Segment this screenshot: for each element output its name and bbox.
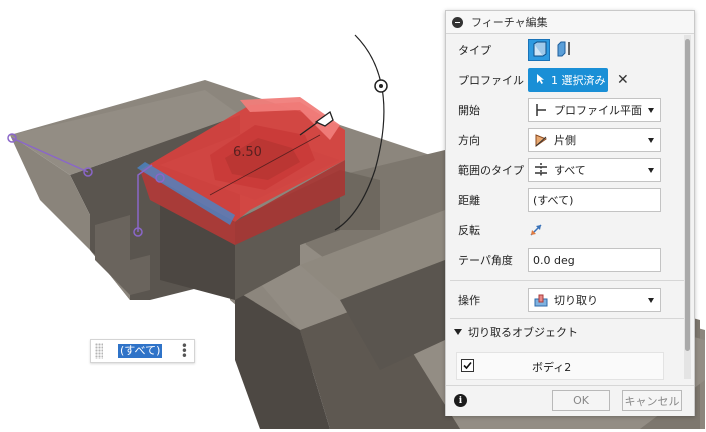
panel-footer: i OK キャンセル (446, 385, 694, 416)
more-options-icon[interactable]: ••• (180, 339, 188, 363)
feature-edit-panel: フィーチャ編集 タイプ プロファイル 1 選択済み ✕ 開始 (445, 10, 695, 416)
taper-field[interactable]: 0.0 deg (528, 248, 661, 272)
row-start: 開始 プロファイル平面 (446, 97, 684, 123)
extent-type-label: 範囲のタイプ (458, 164, 524, 177)
distance-field[interactable]: (すべて) (528, 188, 661, 212)
chevron-down-icon (648, 168, 654, 173)
table-row[interactable]: ボディ2 (456, 352, 664, 380)
objects-section-header[interactable]: 切り取るオブジェクト (454, 324, 578, 340)
info-icon[interactable]: i (454, 394, 467, 407)
direction-label: 方向 (458, 134, 480, 147)
objects-section-label: 切り取るオブジェクト (468, 326, 578, 339)
direction-value: 片側 (554, 134, 576, 147)
extent-type-value: すべて (554, 164, 586, 177)
profile-label: プロファイル (458, 74, 524, 87)
profile-plane-icon (533, 102, 549, 118)
divider (450, 318, 684, 319)
taper-label: テーパ角度 (458, 254, 513, 267)
triangle-down-icon (454, 329, 462, 335)
divider (450, 280, 684, 281)
extrude-thin-icon[interactable] (554, 39, 576, 61)
flip-icon[interactable] (528, 222, 544, 241)
ok-button[interactable]: OK (552, 390, 610, 411)
row-distance: 距離 (すべて) (446, 187, 684, 213)
operation-dropdown[interactable]: 切り取り (528, 288, 661, 312)
panel-scrollbar[interactable] (684, 35, 691, 379)
extent-type-dropdown[interactable]: すべて (528, 158, 661, 182)
chevron-down-icon (648, 108, 654, 113)
profile-select-button[interactable]: 1 選択済み (528, 68, 608, 92)
collapse-icon[interactable] (452, 16, 463, 28)
type-label: タイプ (458, 44, 491, 57)
operation-label: 操作 (458, 294, 480, 307)
chevron-down-icon (648, 298, 654, 303)
operation-value: 切り取り (554, 294, 598, 307)
floating-input-value[interactable]: (すべて) (118, 344, 163, 358)
distance-label: 距離 (458, 194, 480, 207)
start-label: 開始 (458, 104, 480, 117)
row-operation: 操作 切り取り (446, 287, 684, 313)
row-direction: 方向 片側 (446, 127, 684, 153)
clear-selection-icon[interactable]: ✕ (617, 72, 629, 88)
row-extent-type: 範囲のタイプ すべて (446, 157, 684, 183)
row-profile: プロファイル 1 選択済み ✕ (446, 67, 684, 93)
row-type: タイプ (446, 37, 684, 63)
start-dropdown[interactable]: プロファイル平面 (528, 98, 661, 122)
cancel-button[interactable]: キャンセル (622, 390, 682, 411)
flip-label: 反転 (458, 224, 480, 237)
scrollbar-thumb[interactable] (685, 39, 690, 351)
row-flip: 反転 (446, 217, 684, 243)
profile-select-label: 1 選択済み (551, 74, 606, 87)
row-taper: テーパ角度 0.0 deg (446, 247, 684, 273)
cursor-icon (536, 73, 545, 88)
cut-icon (533, 292, 549, 308)
body-name: ボディ2 (532, 361, 572, 374)
drag-grip-icon[interactable] (95, 343, 103, 359)
start-value: プロファイル平面 (554, 104, 642, 117)
panel-title: フィーチャ編集 (471, 16, 548, 29)
body-checkbox[interactable] (461, 359, 474, 372)
extrude-body-icon[interactable] (528, 39, 550, 61)
dimension-label: 6.50 (233, 145, 262, 160)
through-all-icon (533, 162, 549, 178)
panel-header: フィーチャ編集 (446, 11, 694, 34)
one-side-icon (533, 132, 549, 148)
direction-dropdown[interactable]: 片側 (528, 128, 661, 152)
chevron-down-icon (648, 138, 654, 143)
distance-floating-input[interactable]: (すべて) ••• (90, 339, 195, 363)
